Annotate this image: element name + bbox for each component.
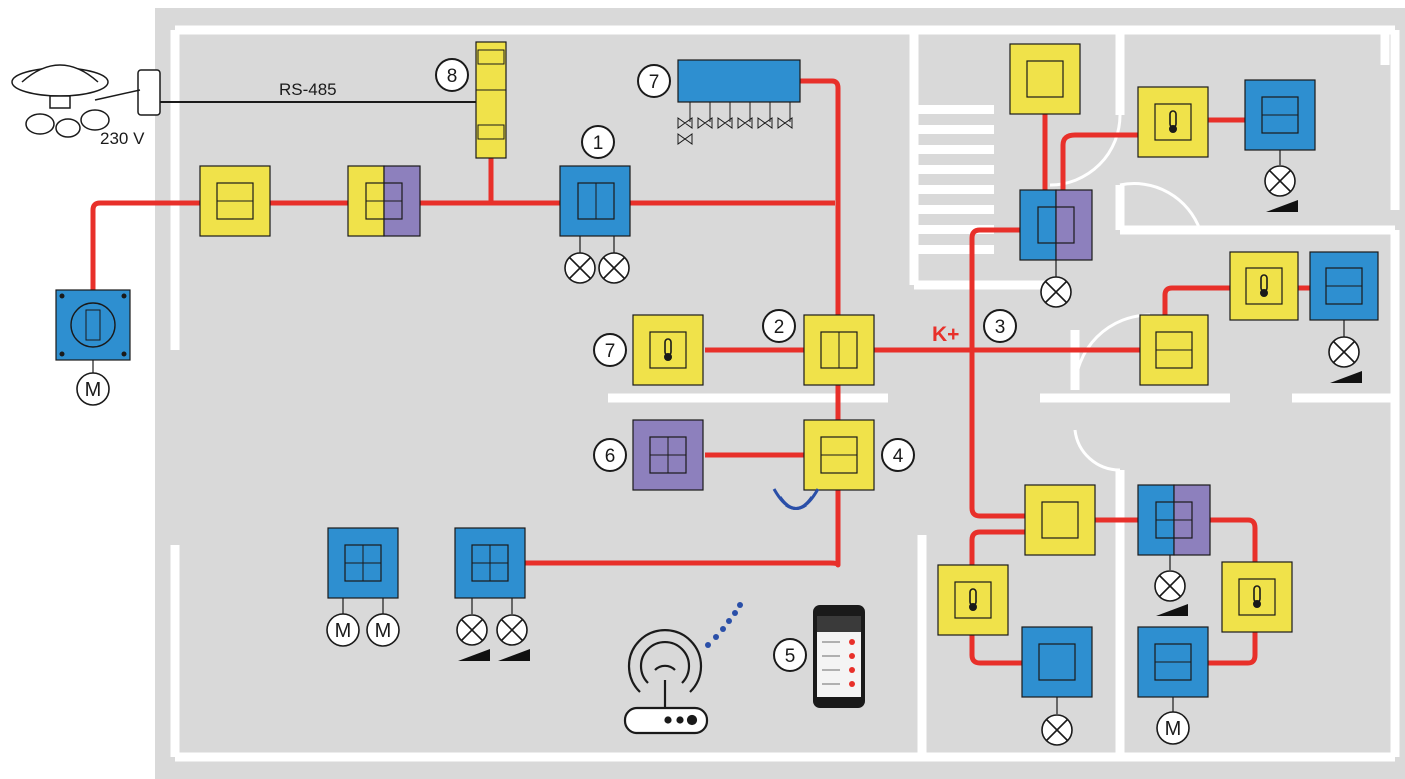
- wireless-dots: [705, 602, 743, 648]
- rs485-label: RS-485: [279, 80, 337, 99]
- lamp-icon: [564, 252, 596, 284]
- switch-blue-purple-lower: [1137, 484, 1211, 570]
- switch-yellow-4: [803, 419, 875, 491]
- marker-7-mid: 7: [593, 333, 627, 367]
- lamp-icon: [1041, 714, 1073, 746]
- kplus-label: K+: [932, 323, 959, 346]
- marker-5: 5: [773, 638, 807, 672]
- switch-blue-1: [559, 165, 631, 253]
- switch-yellow-lower: [1024, 484, 1096, 556]
- svg-text:7: 7: [605, 341, 616, 362]
- svg-text:M: M: [335, 620, 352, 642]
- heating-actuator-icon: [677, 59, 801, 145]
- marker-2: 2: [762, 309, 796, 343]
- lamp-icon: [1328, 336, 1360, 368]
- voltage-label: 230 V: [100, 129, 145, 148]
- switch-yellow-mid-right: [1139, 314, 1209, 386]
- switch-yellow-top: [1009, 43, 1081, 115]
- thermostat-yellow-top: [1137, 86, 1209, 158]
- marker-7-top: 7: [637, 64, 671, 98]
- outdoor-switch-blue: [55, 289, 131, 373]
- svg-text:1: 1: [593, 133, 604, 154]
- switch-blue-purple: [1019, 189, 1093, 277]
- switch-purple-6: [632, 419, 704, 491]
- switch-blue-top-right: [1244, 79, 1316, 165]
- svg-text:2: 2: [774, 317, 785, 338]
- svg-text:M: M: [375, 620, 392, 642]
- motor-icon: M: [366, 613, 400, 647]
- marker-1: 1: [581, 125, 615, 159]
- staircase: [914, 105, 994, 254]
- bus-lines: [90, 78, 1310, 666]
- switch-blue-motors: [327, 527, 399, 614]
- weather-station-icon: [11, 64, 161, 138]
- svg-text:8: 8: [447, 66, 458, 87]
- lamp-icon: [1264, 165, 1296, 197]
- switch-yellow-1: [199, 165, 271, 237]
- router-icon: [623, 629, 709, 735]
- svg-text:M: M: [85, 379, 102, 401]
- switch-blue-bottom-right: [1137, 626, 1209, 712]
- walls: [170, 25, 1400, 762]
- motor-icon: M: [326, 613, 360, 647]
- motor-icon: M: [1156, 711, 1190, 745]
- thermostat-yellow-mid: [1229, 251, 1299, 321]
- switch-blue-bottom: [1021, 626, 1093, 714]
- lamp-icon: [1040, 276, 1072, 308]
- svg-text:5: 5: [785, 646, 796, 667]
- svg-text:3: 3: [995, 317, 1006, 338]
- lamp-icon: [1154, 570, 1186, 602]
- thermostat-yellow-lower-right: [1221, 561, 1293, 633]
- switch-blue-mid-right: [1309, 251, 1379, 337]
- marker-8: 8: [435, 58, 469, 92]
- switch-yellow-2: [803, 314, 875, 386]
- thermostat-yellow-7: [632, 314, 704, 386]
- lamp-icon: [456, 614, 488, 646]
- lamp-icon: [496, 614, 528, 646]
- marker-4: 4: [881, 438, 915, 472]
- marker-3: 3: [983, 309, 1017, 343]
- switch-yellow-purple: [347, 165, 421, 237]
- smartphone-icon: [813, 605, 865, 708]
- din-rail-module-icon: [475, 41, 507, 159]
- marker-6: 6: [593, 438, 627, 472]
- svg-text:M: M: [1165, 718, 1182, 740]
- svg-text:6: 6: [605, 446, 616, 467]
- wireless-signal-icon: [772, 488, 820, 510]
- motor-icon: M: [76, 372, 110, 406]
- svg-text:4: 4: [893, 446, 904, 467]
- switch-blue-dimmers: [454, 527, 526, 614]
- lamp-icon: [598, 252, 630, 284]
- thermostat-yellow-lower-left: [937, 564, 1009, 636]
- svg-text:7: 7: [649, 72, 660, 93]
